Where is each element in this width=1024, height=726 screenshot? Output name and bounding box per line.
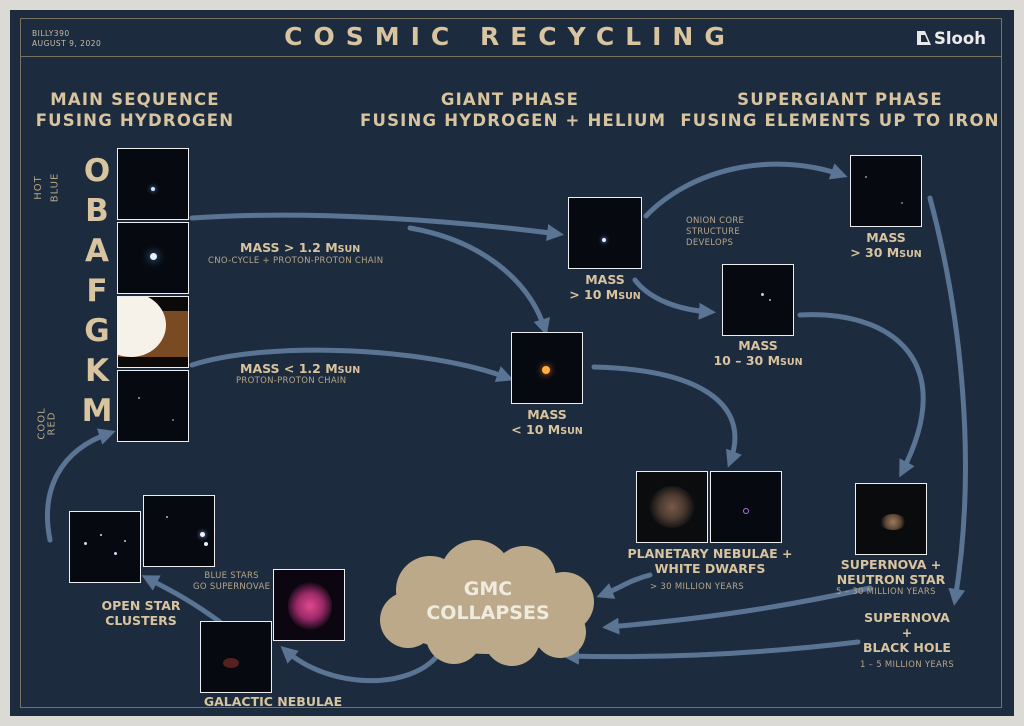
black-hole-time-note: 1 – 5 MILLION YEARS xyxy=(859,660,955,670)
open-star-clusters-label: OPEN STAR CLUSTERS xyxy=(101,598,181,628)
neutron-time-note: 5 – 30 MILLION YEARS xyxy=(836,587,936,597)
arrow-neutron-to-gmc xyxy=(602,585,873,635)
arrow-planetary-to-gmc xyxy=(596,572,653,599)
heading-giant-phase: GIANT PHASE FUSING HYDROGEN + HELIUM xyxy=(360,90,667,130)
sun-image xyxy=(117,296,189,368)
red-star-image xyxy=(117,370,189,442)
blue-star-image-2 xyxy=(117,222,189,294)
high-mass-note: CNO-CYCLE + PROTON-PROTON CHAIN xyxy=(208,256,384,266)
spectral-class-f: F xyxy=(86,273,108,309)
spectral-class-b: B xyxy=(85,193,109,229)
arrow-galactic-to-clusters xyxy=(141,575,223,625)
slooh-logo-text: Slooh xyxy=(934,28,986,48)
arrow-high-mass-to-low-giant xyxy=(407,225,550,336)
heading-supergiant-phase: SUPERGIANT PHASE FUSING ELEMENTS UP TO I… xyxy=(680,90,1000,130)
spectral-class-g: G xyxy=(84,313,110,349)
planetary-nebula-image xyxy=(636,471,708,543)
gmc-collapses-label: GMC COLLAPSES xyxy=(426,578,550,624)
date-label: AUGUST 9, 2020 xyxy=(32,39,102,48)
supergiant-image-mid xyxy=(722,264,794,336)
heading-main-sequence: MAIN SEQUENCE FUSING HYDROGEN xyxy=(35,90,235,130)
galactic-nebula-image-red xyxy=(273,569,345,641)
arrow-low-giant-to-planetary xyxy=(591,364,742,468)
spectral-class-o: O xyxy=(83,153,111,189)
arrow-mid-to-neutron xyxy=(797,312,926,478)
onion-core-note: ONION CORE STRUCTURE DEVELOPS xyxy=(686,216,745,248)
galactic-nebula-image-dark xyxy=(200,621,272,693)
flow-arrows xyxy=(45,161,968,684)
arrow-low-mass-to-giant xyxy=(189,347,514,382)
poster: BILLY390 AUGUST 9, 2020 COSMIC RECYCLING… xyxy=(10,10,1014,716)
arrow-gmc-to-galactic xyxy=(280,646,441,684)
low-mass-label: MASS < 1.2 MSUN xyxy=(240,361,361,376)
open-cluster-image-2 xyxy=(143,495,215,567)
giant-low-mass-label: MASS < 10 MSUN xyxy=(511,407,583,437)
galactic-nebulae-label: GALACTIC NEBULAE xyxy=(203,694,343,709)
supergiant-high-mass-label: MASS > 30 MSUN xyxy=(850,230,922,260)
spectral-class-k: K xyxy=(84,353,110,389)
giant-high-mass-label: MASS > 10 MSUN xyxy=(569,272,641,302)
arrow-clusters-to-main-sequence xyxy=(45,428,116,543)
low-mass-note: PROTON-PROTON CHAIN xyxy=(236,376,347,386)
arrow-high-mass-to-giant xyxy=(189,212,564,242)
open-cluster-image-1 xyxy=(69,511,141,583)
arrow-giant-to-mid-supergiant xyxy=(632,277,716,320)
author-label: BILLY390 xyxy=(32,29,70,38)
supernova-black-hole-label: SUPERNOVA + BLACK HOLE xyxy=(863,610,951,655)
spectral-class-a: A xyxy=(85,233,109,269)
border-frame xyxy=(20,18,1002,708)
planetary-nebulae-label: PLANETARY NEBULAE + WHITE DWARFS xyxy=(627,546,793,576)
blue-stars-note: BLUE STARS GO SUPERNOVAE xyxy=(193,571,271,592)
slooh-logo: Slooh xyxy=(916,26,986,50)
hot-blue-label: HOT BLUE xyxy=(32,172,61,203)
high-mass-label: MASS > 1.2 MSUN xyxy=(240,240,361,255)
blue-star-image-1 xyxy=(117,148,189,220)
header-divider xyxy=(20,56,1002,57)
neutron-star-supernova-image xyxy=(855,483,927,555)
white-dwarf-image xyxy=(710,471,782,543)
arrow-giant-to-supergiant xyxy=(643,161,848,219)
page-title: COSMIC RECYCLING xyxy=(284,22,736,51)
cool-red-label: COOL RED xyxy=(36,407,58,440)
arrow-blackhole-to-gmc xyxy=(562,639,861,665)
supernova-neutron-label: SUPERNOVA + NEUTRON STAR xyxy=(836,557,946,587)
supergiant-image-high xyxy=(850,155,922,227)
gmc-cloud xyxy=(380,540,594,666)
arrow-high-to-blackhole xyxy=(927,195,968,606)
supergiant-mid-mass-label: MASS 10 – 30 MSUN xyxy=(713,338,803,368)
giant-star-image-low xyxy=(511,332,583,404)
planetary-time-note: > 30 MILLION YEARS xyxy=(650,582,744,592)
spectral-class-m: M xyxy=(81,393,113,429)
giant-star-image-high xyxy=(568,197,642,269)
slooh-mark-icon xyxy=(917,31,931,45)
